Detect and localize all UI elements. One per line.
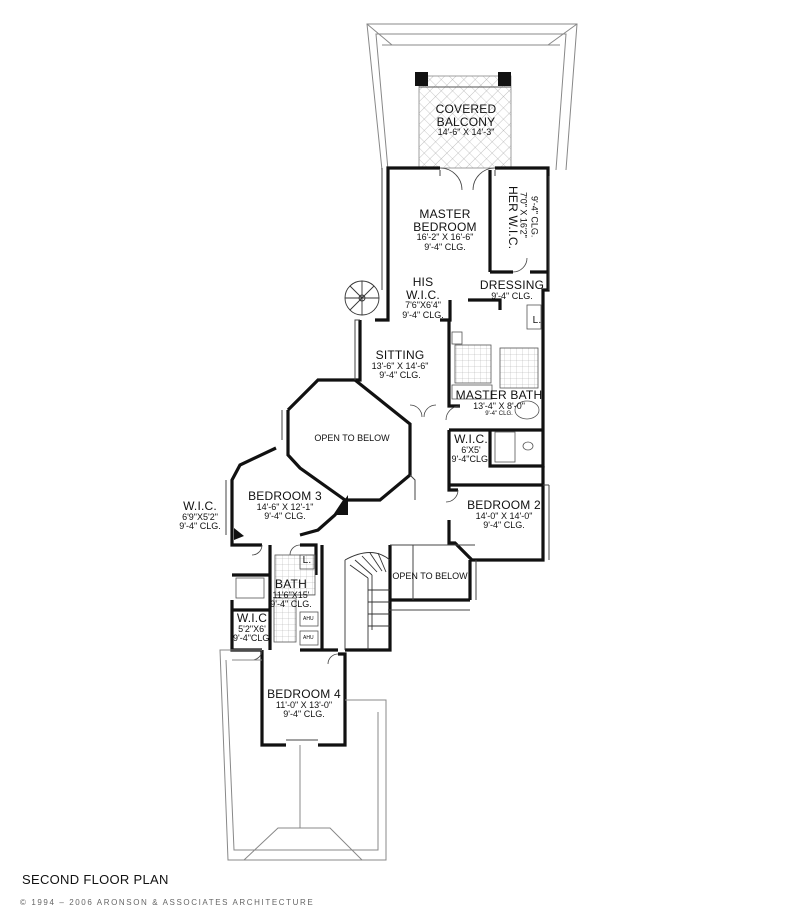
covered-balcony-name-2: BALCONY [436,114,496,129]
wic-bed3-label: W.I.C. 6'9"X5'2" 9'-4" CLG. [170,500,230,531]
wic-bed3-clg: 9'-4" CLG. [179,521,221,532]
bedroom4-dims: 11'-0" X 13'-0" [275,699,333,710]
master-bedroom-name-1: MASTER [419,207,471,221]
master-bedroom-clg: 9'-4" CLG. [424,241,466,252]
dressing-name: DRESSING [479,278,545,292]
covered-balcony-name-1: COVERED [435,102,497,116]
bedroom3-dims: 14'-6" X 12'-1" [256,501,314,512]
bedroom3-name: BEDROOM 3 [248,489,322,503]
wic-bed3-name: W.I.C. [183,499,217,513]
copyright-note: © 1994 – 2006 ARONSON & ASSOCIATES ARCHI… [20,898,315,907]
ahu-mark-1: AHU [303,616,314,622]
her-wic-name: HER W.I.C. [505,186,520,250]
wic-small-clg: 9'-4"CLG. [233,633,272,644]
bath-dims: 11'6"X15' [272,589,310,600]
master-bedroom-name-2: BEDROOM [413,219,477,234]
master-bath-label: MASTER BATH 13'-4" X 8'-0" 9'-4" CLG. [451,389,547,417]
doors [251,167,528,665]
wic-bed3-dims: 6'9"X5'2" [182,511,218,522]
bedroom2-label: BEDROOM 2 14'-0" X 14'-0" 9'-4" CLG. [458,499,550,530]
covered-balcony-label: COVERED BALCONY 14'-6" X 14'-3" [420,103,512,138]
master-bath-name: MASTER BATH [455,388,543,402]
dressing-clg: 9'-4" CLG. [491,290,533,301]
her-wic-label: HER W.I.C. [504,186,521,249]
sitting-name: SITTING [375,348,425,362]
balcony-paving [415,72,512,169]
bedroom4-name: BEDROOM 4 [267,687,341,701]
master-bedroom-dims: 16'-2" X 16'-6" [416,232,474,243]
wic-small-name: W.I.C [236,611,268,625]
his-wic-name-2: W.I.C. [406,287,440,302]
master-bath-dims: 13'-4" X 8'-0" [473,400,525,411]
wic-small-label: W.I.C 5'2"X6' 9'-4"CLG. [233,611,272,644]
bedroom4-clg: 9'-4" CLG. [283,709,325,720]
bath-clg: 9'-4" CLG. [270,599,312,610]
linen-mark-master: L. [532,315,542,326]
wic-bed2-name: W.I.C. [454,432,488,446]
open-to-below-2: OPEN TO BELOW [392,571,468,581]
bedroom2-name: BEDROOM 2 [467,498,541,512]
bath-name: BATH [275,577,307,591]
spiral-stair [344,280,380,316]
plan-title: SECOND FLOOR PLAN [22,872,169,887]
linen-mark-bath: L. [302,555,312,566]
sitting-dims: 13'-6" X 14'-6" [371,360,429,371]
bedroom4-label: BEDROOM 4 11'-0" X 13'-0" 9'-4" CLG. [258,688,350,719]
his-wic-clg: 9'-4" CLG. [402,309,444,320]
main-stair [344,552,391,650]
master-bedroom-label: MASTER BEDROOM 16'-2" X 16'-6" 9'-4" CLG… [405,208,485,252]
wic-bed2-clg: 9'-4"CLG. [451,454,491,465]
solid-corners [234,495,348,540]
her-wic-clg: 9'-4" CLG. [529,196,540,238]
sitting-label: SITTING 13'-6" X 14'-6" 9'-4" CLG. [361,349,439,380]
his-wic-label: HIS W.I.C. 7'6"X6'4" 9'-4" CLG. [396,276,450,320]
bedroom3-label: BEDROOM 3 14'-6" X 12'-1" 9'-4" CLG. [240,490,330,521]
bath-label: BATH 11'6"X15' 9'-4" CLG. [264,578,318,609]
thin-walls [225,168,550,741]
roof-outline-bottom [219,649,387,861]
wic-small-dims: 5'2"X6' [238,623,266,634]
bedroom3-clg: 9'-4" CLG. [264,511,306,522]
bath-fixtures [235,304,542,646]
walls [230,166,550,747]
bedroom2-clg: 9'-4" CLG. [483,520,525,531]
his-wic-dims: 7'6"X6'4" [405,300,441,311]
her-wic-dims: 7'0" X 16'2" [518,192,529,238]
his-wic-name-1: HIS [412,275,434,289]
wic-bed2-dims: 6'X5' [461,444,481,455]
sitting-clg: 9'-4" CLG. [379,370,421,381]
wic-bed2-label: W.I.C. 6'X5' 9'-4"CLG. [450,433,492,464]
ahu-mark-2: AHU [303,635,314,641]
master-bath-clg: 9'-4" CLG. [485,411,513,418]
bedroom2-dims: 14'-0" X 14'-0" [475,510,533,521]
open-to-below-1: OPEN TO BELOW [314,433,390,443]
covered-balcony-dims: 14'-6" X 14'-3" [437,127,495,138]
dressing-label: DRESSING 9'-4" CLG. [474,279,550,301]
